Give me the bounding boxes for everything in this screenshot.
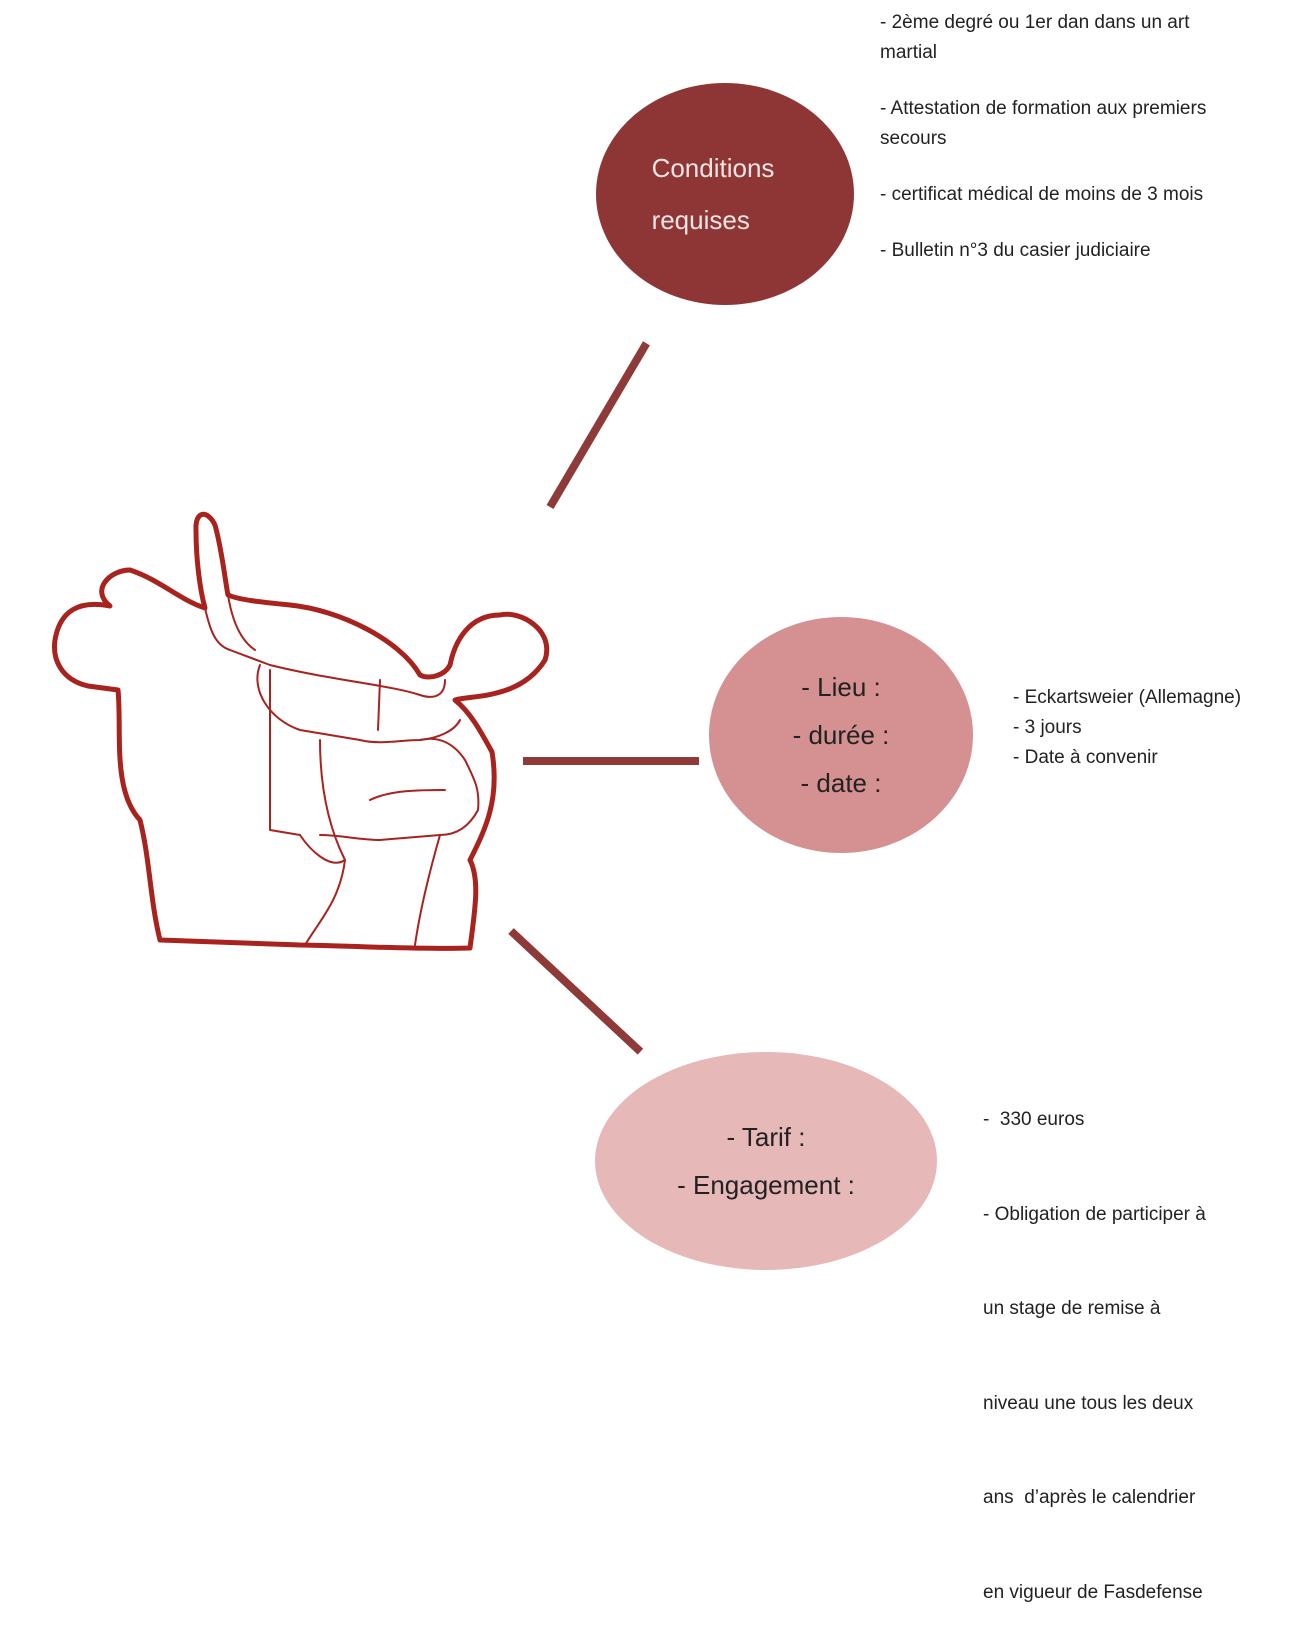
- tarif-item: un stage de remise à: [983, 1298, 1161, 1319]
- lieu-bubble-line: - durée :: [792, 720, 890, 750]
- conditions-item: - Attestation de formation aux premiers …: [880, 98, 1207, 149]
- tarif-item: niveau une tous les deux: [983, 1392, 1194, 1414]
- tarif-item: - Obligation de participer à: [983, 1203, 1206, 1225]
- lieu-item: - Date à convenir: [1013, 747, 1158, 768]
- tarif-bubble: - Tarif : - Engagement :: [595, 1052, 937, 1270]
- conditions-item: - Bulletin n°3 du casier judiciaire: [880, 240, 1151, 261]
- conditions-item: - 2ème degré ou 1er dan dans un art mart…: [880, 12, 1190, 63]
- lieu-item: - Eckartsweier (Allemagne): [1013, 687, 1242, 708]
- lieu-list: - Eckartsweier (Allemagne) - 3 jours - D…: [1013, 683, 1305, 773]
- tarif-bubble-line: - Tarif :: [726, 1122, 806, 1152]
- conditions-bubble-line: requises: [651, 205, 750, 235]
- lieu-bubble: - Lieu : - durée : - date :: [709, 617, 973, 853]
- self-defense-figure-illustration: [51, 511, 550, 951]
- conditions-bubble: Conditions requises: [596, 83, 854, 305]
- conditions-list: - 2ème degré ou 1er dan dans un art mart…: [880, 8, 1280, 292]
- lieu-item: - 3 jours: [1013, 717, 1082, 738]
- tarif-item: ans d’après le calendrier: [983, 1487, 1196, 1508]
- lieu-bubble-line: - date :: [800, 768, 882, 798]
- tarif-item: en vigueur de Fasdefense: [983, 1581, 1203, 1603]
- tarif-item: - 330 euros: [983, 1109, 1085, 1130]
- tarif-bubble-line: - Engagement :: [677, 1170, 855, 1200]
- conditions-item: - certificat médical de moins de 3 mois: [880, 184, 1204, 205]
- connector-conditions: [546, 341, 650, 510]
- connector-lieu: [523, 757, 699, 765]
- lieu-bubble-line: - Lieu :: [801, 672, 881, 702]
- conditions-bubble-line: Conditions: [651, 153, 775, 183]
- tarif-list: - 330 euros - Obligation de participer à…: [983, 1041, 1283, 1640]
